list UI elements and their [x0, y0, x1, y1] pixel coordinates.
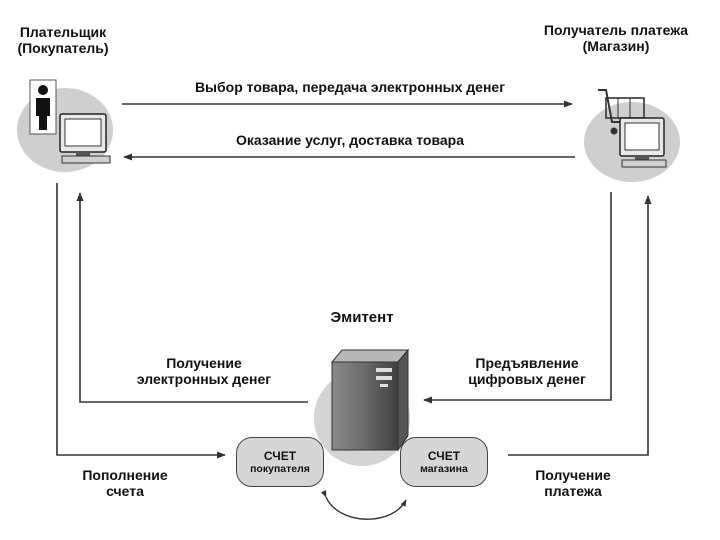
arrow-payment [508, 195, 652, 456]
selection-label: Выбор товара, передача электронных денег [194, 79, 506, 95]
arrow-receive-money [76, 192, 308, 403]
merchant-label: Получатель платежа (Магазин) [543, 22, 689, 54]
person-icon [36, 85, 50, 130]
buyer-account-title: СЧЕТ [263, 448, 297, 463]
present-money-label: Предъявление цифровых денег [468, 355, 586, 387]
payment-label: Получение платежа [535, 467, 611, 499]
merchant-computer-icon [584, 89, 680, 182]
payer-label: Плательщик (Покупатель) [17, 24, 109, 56]
arrow-present-money [423, 192, 612, 404]
shop-account-box: СЧЕТ магазина [400, 437, 488, 487]
payer-computer-icon [17, 79, 113, 172]
buyer-account-box: СЧЕТ покупателя [236, 437, 324, 487]
shop-account-title: СЧЕТ [427, 448, 461, 463]
receive-money-label: Получение электронных денег [136, 355, 272, 387]
issuer-server-icon [314, 348, 410, 466]
buyer-account-subtitle: покупателя [250, 462, 310, 475]
services-label: Оказание услуг, доставка товара [236, 132, 464, 148]
arrow-topup [56, 183, 226, 459]
arrow-account-transfer [320, 490, 407, 520]
issuer-label: Эмитент [330, 309, 394, 326]
topup-label: Пополнение счета [82, 467, 168, 499]
shop-account-subtitle: магазина [420, 462, 468, 475]
